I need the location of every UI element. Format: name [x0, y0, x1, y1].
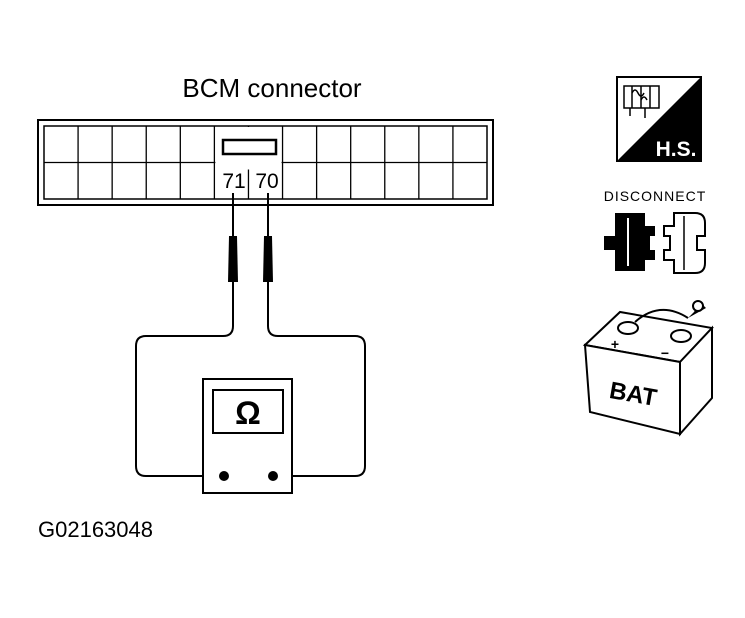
disconnect-label: DISCONNECT [604, 188, 707, 204]
test-lead-left [135, 282, 234, 477]
ohm-symbol: Ω [235, 395, 261, 431]
ohmmeter-display [212, 389, 284, 434]
connector-title: BCM connector [182, 73, 362, 103]
harness-side-icon [616, 76, 702, 162]
figure-id: G02163048 [38, 517, 153, 542]
harness-side-label: H.S. [656, 138, 697, 161]
ohmmeter-terminal-right [268, 471, 278, 481]
disconnect-icon [604, 212, 706, 274]
battery-icon [582, 300, 715, 437]
ohmmeter [202, 378, 293, 494]
terminal-label-71: 71 [222, 170, 245, 193]
connector-lock-tab [221, 138, 278, 156]
terminal-label-70: 70 [255, 170, 278, 193]
bcm-connector [37, 119, 494, 206]
battery-plus: + [611, 336, 619, 352]
battery-minus: − [661, 345, 669, 361]
ohmmeter-terminal-left [219, 471, 229, 481]
probe-left [228, 193, 238, 282]
test-lead-right [267, 282, 366, 477]
probe-right [263, 193, 273, 282]
